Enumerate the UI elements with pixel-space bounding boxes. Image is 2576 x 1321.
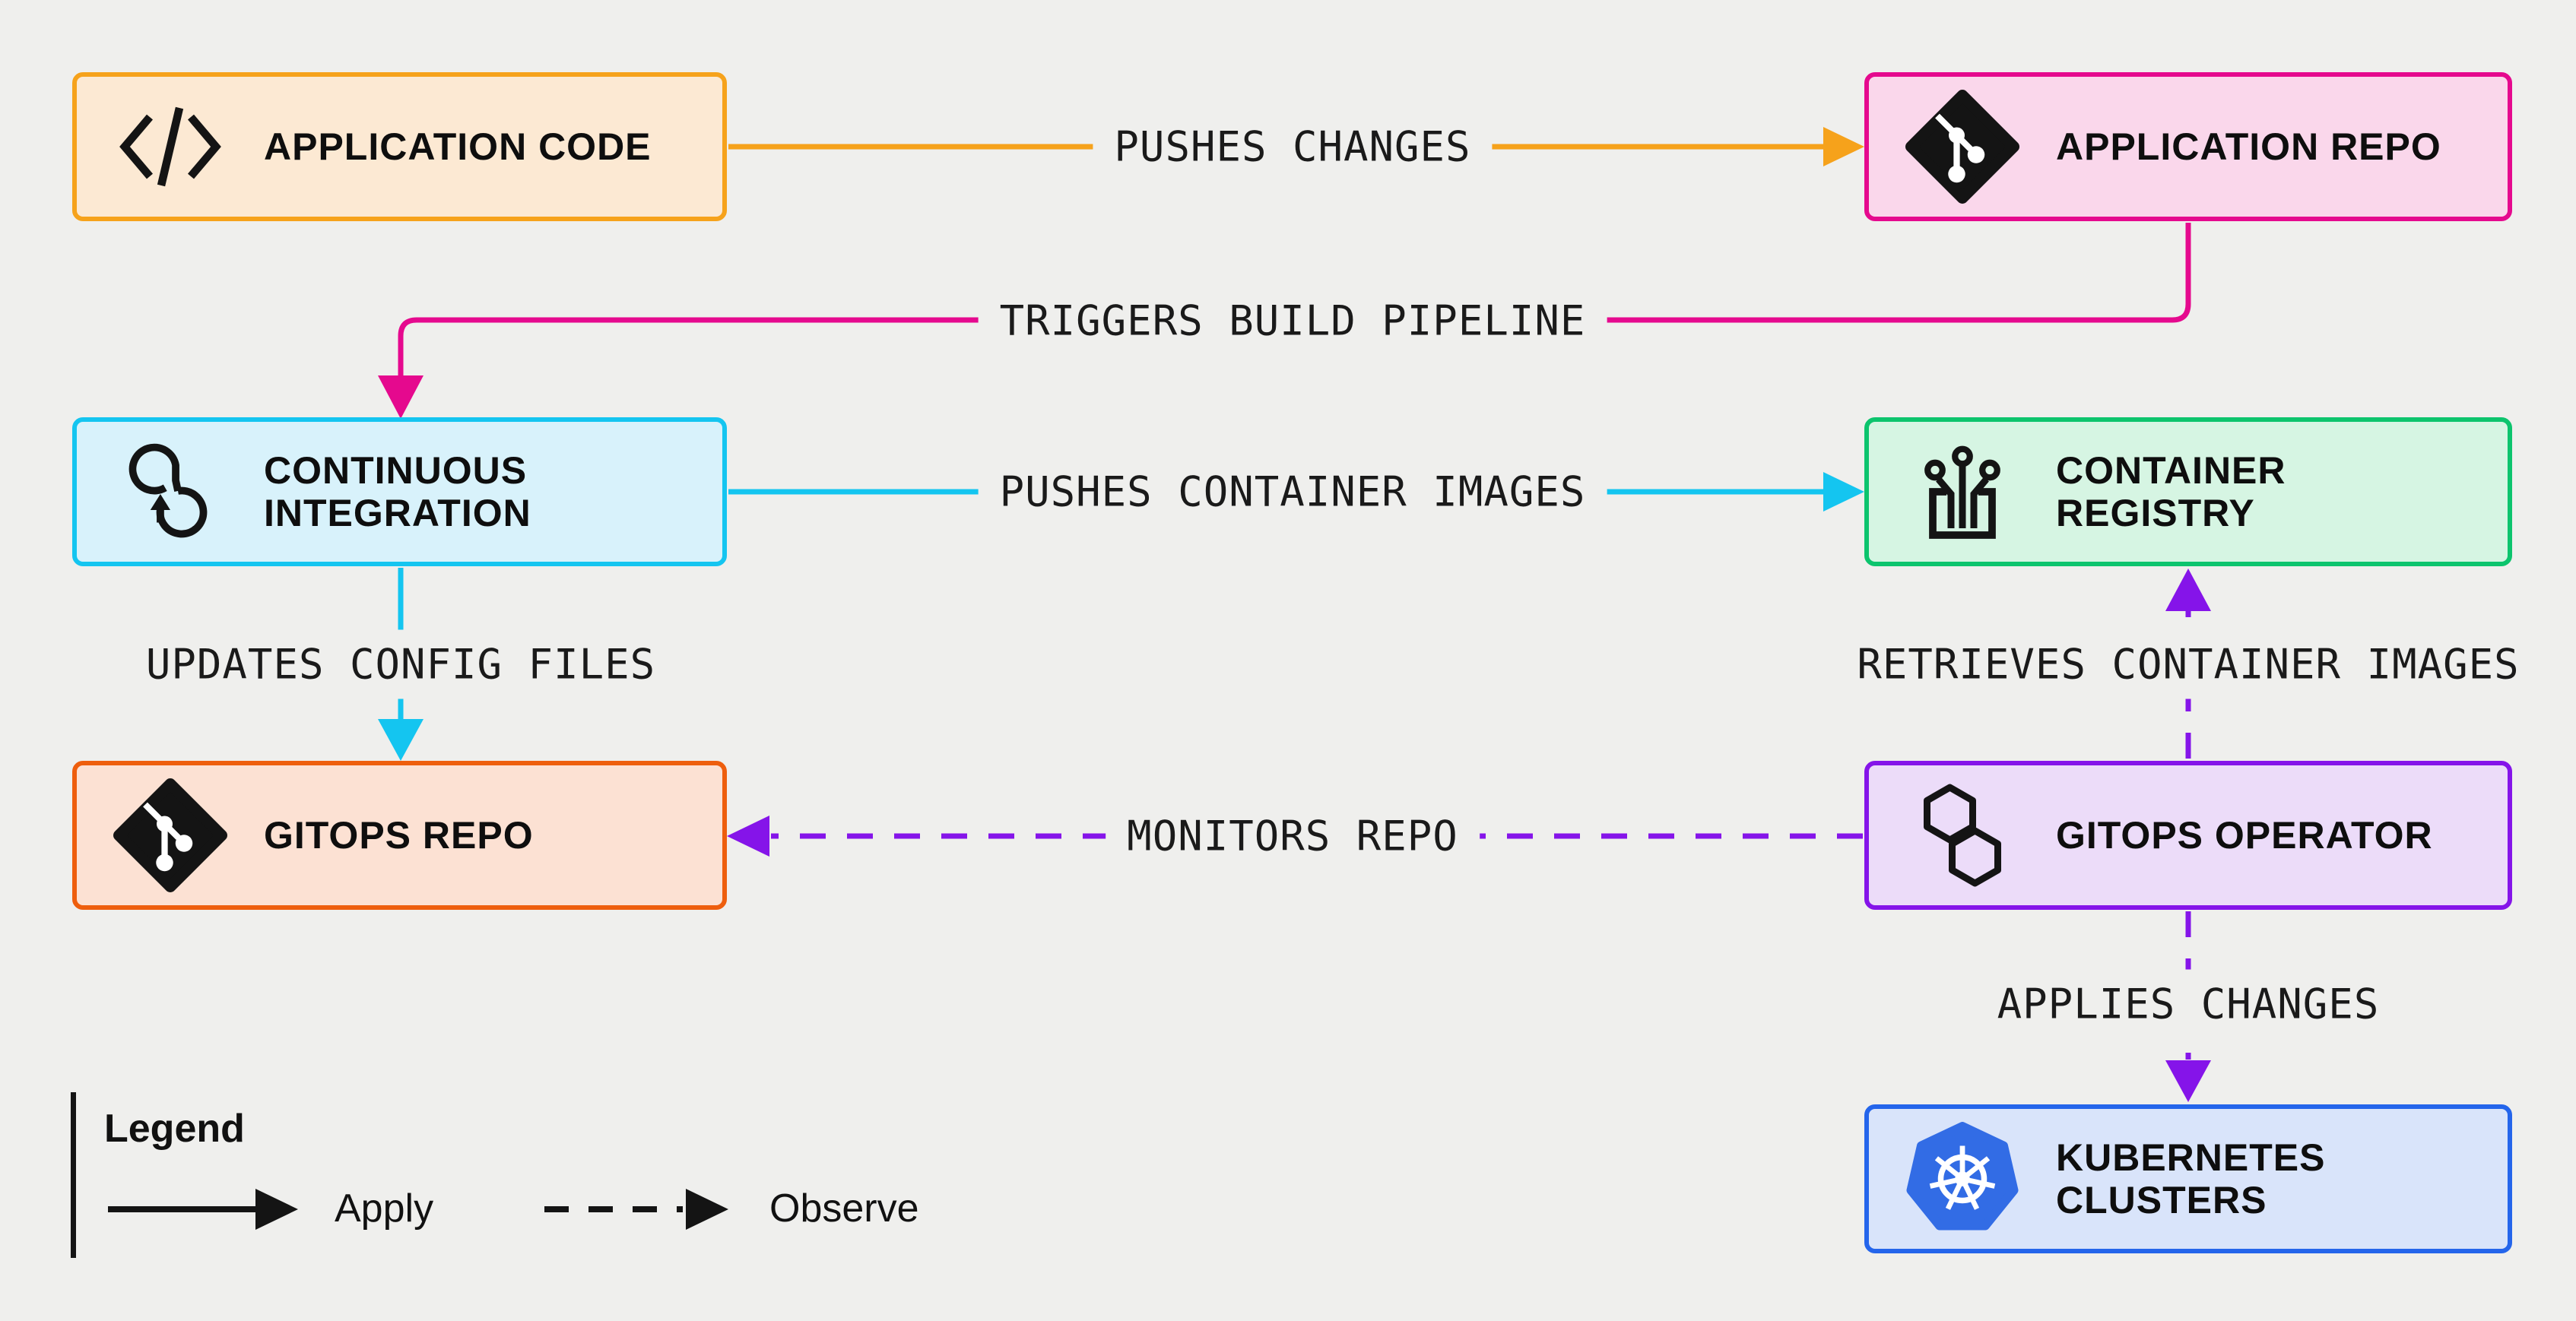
edge-applies-changes-arrowhead	[2165, 1060, 2211, 1102]
hexagons-icon	[1905, 778, 2019, 892]
node-label: APPLICATION REPO	[2056, 125, 2441, 168]
edge-updates-config-files-arrowhead	[378, 719, 424, 761]
edge-retrieves-container-images-arrowhead	[2165, 569, 2211, 611]
edge-label-monitors-repo: MONITORS REPO	[1106, 801, 1480, 871]
ci-loop-icon	[113, 435, 227, 549]
edge-monitors-repo-arrowhead	[727, 816, 769, 857]
edge-triggers-build-pipeline-arrowhead	[378, 375, 424, 419]
edge-pushes-container-images-arrowhead	[1823, 472, 1864, 512]
legend-divider-bar	[71, 1092, 76, 1258]
node-continuous-integration: CONTINUOUS INTEGRATION	[72, 417, 727, 566]
node-gitops-operator: GITOPS OPERATOR	[1864, 761, 2512, 910]
edge-label-pushes-container-images: PUSHES CONTAINER IMAGES	[978, 457, 1607, 527]
legend-apply-arrow	[108, 1189, 298, 1230]
legend-observe-arrow	[544, 1189, 728, 1230]
edge-monitors-repo	[727, 816, 1863, 857]
node-label: GITOPS REPO	[264, 814, 534, 857]
node-label: GITOPS OPERATOR	[2056, 814, 2433, 857]
code-icon	[113, 90, 227, 204]
edge-pushes-changes-arrowhead	[1823, 127, 1864, 166]
edge-label-updates-config-files: UPDATES CONFIG FILES	[124, 629, 677, 699]
node-label: KUBERNETES CLUSTERS	[2056, 1136, 2326, 1221]
node-container-registry: CONTAINER REGISTRY	[1864, 417, 2512, 566]
edge-label-triggers-build-pipeline: TRIGGERS BUILD PIPELINE	[978, 286, 1607, 356]
legend-dashed-arrowhead	[686, 1189, 728, 1230]
git-icon	[113, 778, 227, 892]
node-kubernetes-clusters: KUBERNETES CLUSTERS	[1864, 1104, 2512, 1253]
node-label: CONTAINER REGISTRY	[2056, 449, 2286, 534]
registry-icon	[1905, 435, 2019, 549]
node-label: APPLICATION CODE	[264, 125, 652, 168]
edge-label-applies-changes: APPLIES CHANGES	[1975, 969, 2401, 1039]
edge-retrieves-container-images	[2165, 569, 2211, 759]
edge-label-retrieves-container-images: RETRIEVES CONTAINER IMAGES	[1835, 629, 2541, 699]
edge-applies-changes	[2165, 911, 2211, 1102]
legend-solid-arrowhead	[255, 1189, 298, 1230]
node-application-code: APPLICATION CODE	[72, 72, 727, 221]
legend-observe-label: Observe	[769, 1186, 919, 1231]
legend-apply-label: Apply	[335, 1186, 434, 1231]
node-gitops-repo: GITOPS REPO	[72, 761, 727, 910]
legend-title: Legend	[104, 1107, 245, 1151]
git-icon	[1905, 90, 2019, 204]
edge-label-pushes-changes: PUSHES CHANGES	[1093, 112, 1493, 182]
node-label: CONTINUOUS INTEGRATION	[264, 449, 531, 534]
kubernetes-icon	[1905, 1122, 2019, 1236]
node-application-repo: APPLICATION REPO	[1864, 72, 2512, 221]
